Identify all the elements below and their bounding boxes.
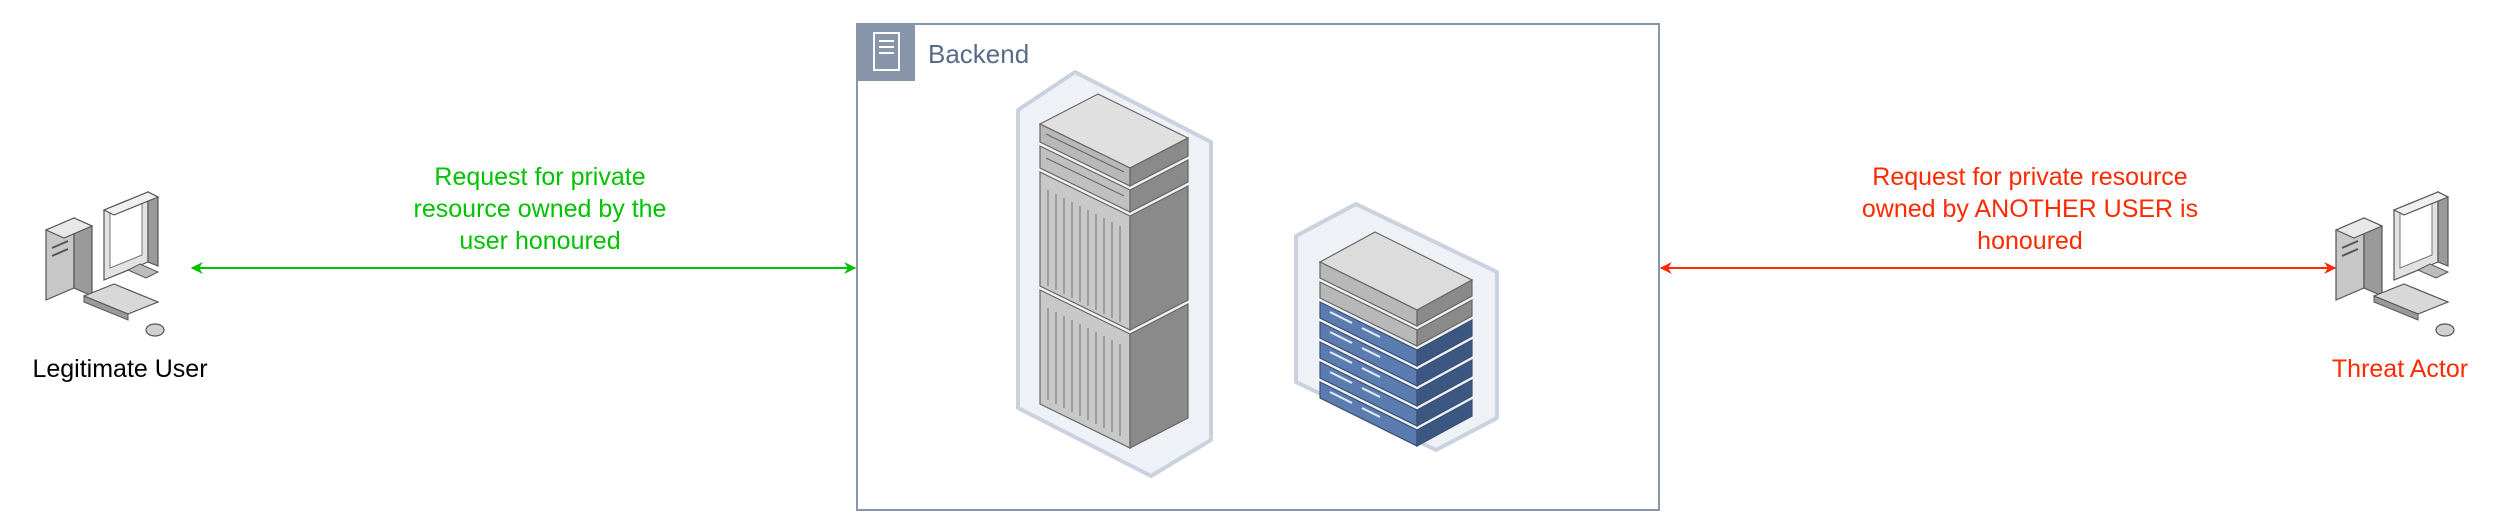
legit-request-line: user honoured xyxy=(459,227,621,255)
server-document-icon xyxy=(857,24,915,81)
threat-request-line: Request for private resource xyxy=(1872,163,2188,191)
backend-container xyxy=(856,23,1660,511)
server-rack-icon xyxy=(1016,70,1213,478)
threat-request-line: honoured xyxy=(1977,227,2083,255)
threat-request-line: owned by ANOTHER USER is xyxy=(1861,195,2199,223)
backend-title: Backend xyxy=(928,39,1030,69)
legit-request-line: Request for private xyxy=(434,163,646,191)
server-stack-icon xyxy=(1294,202,1499,452)
legit-request-label: Request for private resource owned by th… xyxy=(340,161,740,257)
legit-request-line: resource owned by the xyxy=(413,195,667,223)
desktop-computer-icon xyxy=(44,191,165,337)
desktop-computer-icon xyxy=(2334,191,2455,337)
threat-request-label: Request for private resource owned by AN… xyxy=(1800,161,2260,257)
legitimate-user-label: Legitimate User xyxy=(32,355,208,383)
threat-actor-label: Threat Actor xyxy=(2331,355,2469,383)
